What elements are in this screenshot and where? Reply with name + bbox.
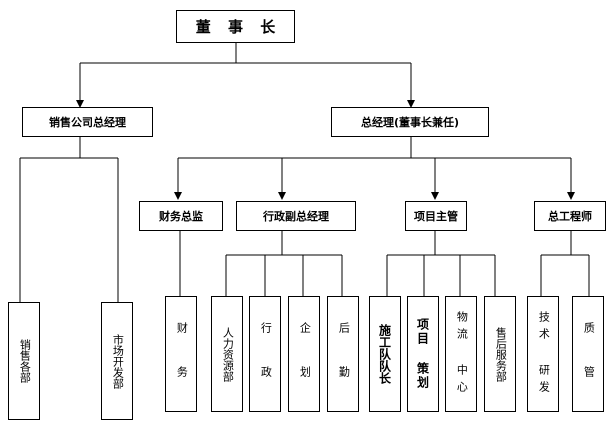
node-admin: 行 政 [249, 296, 281, 412]
node-market-dept: 市场开发部 [101, 302, 133, 420]
node-finance: 财 务 [165, 296, 197, 412]
node-chief-engineer: 总工程师 [534, 201, 606, 231]
node-chairman: 董 事 长 [176, 10, 295, 43]
node-logistics: 后 勤 [327, 296, 359, 412]
node-planning: 企 划 [288, 296, 320, 412]
node-sales-gm: 销售公司总经理 [22, 107, 153, 137]
node-finance-director: 财务总监 [139, 201, 223, 231]
node-logistics-center: 物流 中心 [445, 296, 477, 412]
node-tech-rd: 技术 研发 [527, 296, 559, 412]
node-quality: 质 管 [572, 296, 604, 412]
node-construction-leader: 施工队队长 [369, 296, 401, 412]
node-admin-vice-gm: 行政副总经理 [236, 201, 356, 231]
node-after-sales: 售后服务部 [484, 296, 516, 412]
node-hr-dept: 人力资源部 [211, 296, 243, 412]
node-sales-dept: 销售各部 [8, 302, 40, 420]
node-project-planning: 项目 策划 [407, 296, 439, 412]
node-project-manager: 项目主管 [405, 201, 467, 231]
node-gm: 总经理(董事长兼任) [331, 107, 489, 137]
